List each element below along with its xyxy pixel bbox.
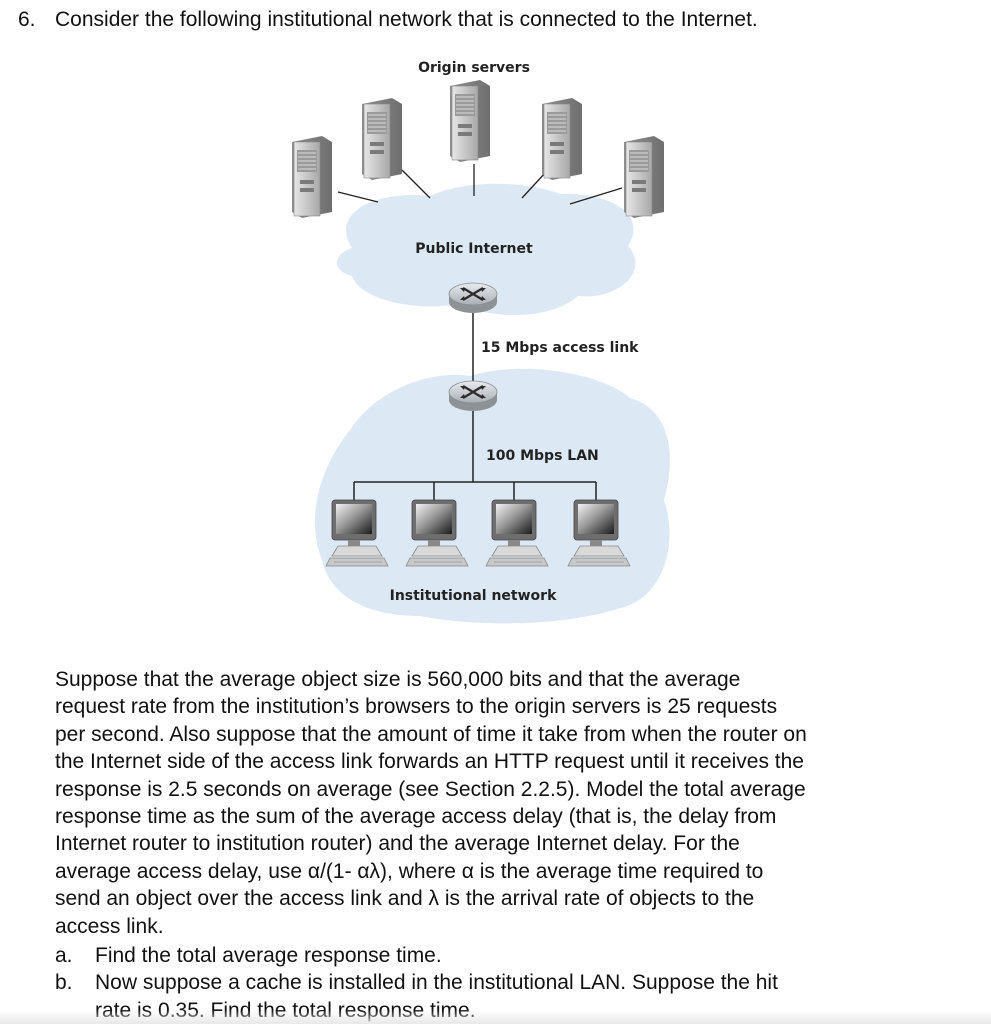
paragraph-line: send an object over the access link and … — [55, 887, 755, 911]
paragraph-line: response time as the sum of the average … — [55, 805, 777, 829]
origin-server-icon-4 — [541, 97, 583, 181]
public-internet-label: Public Internet — [415, 241, 533, 257]
origin-servers-label: Origin servers — [418, 60, 530, 76]
sub-question-marker: a. — [55, 944, 73, 967]
institutional-network-label: Institutional network — [390, 588, 557, 604]
sub-question-a: a. Find the total average response time. — [55, 942, 778, 969]
paragraph-line: per second. Also suppose that the amount… — [55, 722, 807, 746]
paragraph-line: request rate from the institution’s brow… — [55, 695, 778, 719]
server-link-4 — [521, 171, 547, 199]
server-link-2 — [401, 169, 431, 199]
paragraph-line: Suppose that the average object size is … — [55, 668, 741, 691]
origin-server-icon-2 — [361, 97, 403, 181]
sub-question-text: Now suppose a cache is installed in the … — [95, 971, 778, 995]
question-text: Consider the following institutional net… — [55, 8, 758, 31]
institutional-network-cloud — [314, 368, 670, 624]
server-link-1 — [337, 191, 379, 203]
server-link-5 — [569, 187, 623, 205]
network-diagram: Origin servers Public Internet 15 Mbps a… — [291, 60, 670, 624]
problem-paragraph: Suppose that the average object size is … — [55, 666, 935, 940]
origin-server-icon-1 — [291, 135, 333, 219]
sub-question-marker: b. — [55, 971, 73, 995]
lan-label: 100 Mbps LAN — [486, 448, 599, 464]
sub-question-text: Find the total average response time. — [95, 944, 442, 967]
institution-router-icon — [447, 379, 499, 413]
bottom-edge-shadow — [0, 1010, 991, 1024]
access-link-label: 15 Mbps access link — [481, 340, 639, 356]
paragraph-line: access link. — [55, 914, 164, 938]
paragraph-line: the Internet side of the access link for… — [55, 750, 804, 774]
question-heading: 6. Consider the following institutional n… — [18, 7, 758, 33]
paragraph-line: average access delay, use α/(1- αλ), whe… — [55, 859, 764, 883]
origin-server-icon-3 — [449, 79, 491, 163]
origin-server-icon-5 — [623, 135, 665, 219]
public-internet-cloud — [336, 183, 636, 316]
paragraph-line: Internet router to institution router) a… — [55, 832, 740, 856]
internet-router-icon — [447, 281, 499, 315]
question-number: 6. — [18, 8, 36, 31]
paragraph-line: response is 2.5 seconds on average (see … — [55, 777, 806, 801]
